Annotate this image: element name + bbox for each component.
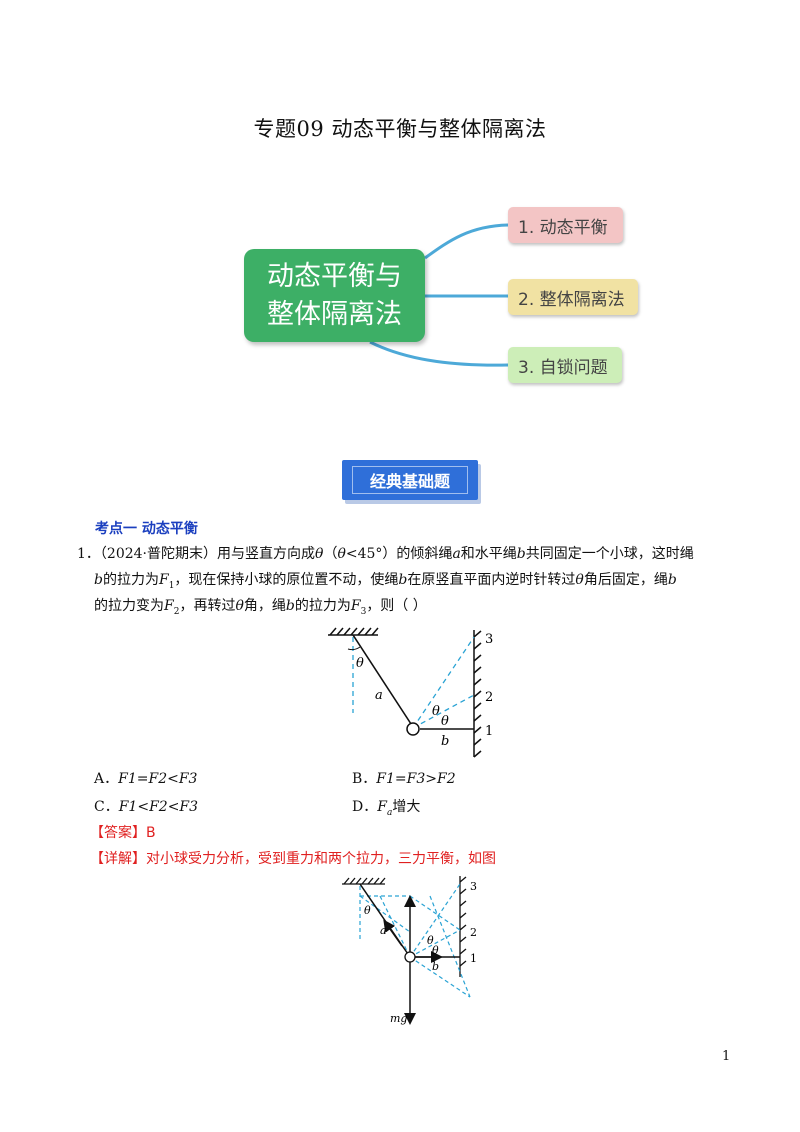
subscript: 1 [168, 580, 175, 591]
question-source: （2024·普陀期末） [99, 546, 218, 562]
mindmap-branch-self-locking: 3. 自锁问题 [508, 347, 622, 383]
section-banner-label: 经典基础题 [352, 466, 468, 494]
rope-b-dashed-2 [412, 694, 475, 729]
question-figure: θ a θ θ b 1 2 3 [328, 627, 493, 758]
dashed-construction-lines [359, 883, 471, 998]
theta-label: θ [432, 944, 439, 957]
question-text: （ [323, 546, 338, 562]
point-3-label: 3 [485, 632, 493, 647]
rope-b-dashed-3 [412, 636, 475, 729]
mindmap-central-node: 动态平衡与 整体隔离法 [244, 249, 425, 342]
answer-line: 【答案】B [90, 825, 156, 841]
question-text: <45°）的倾斜绳 [345, 546, 453, 562]
option-c[interactable]: C．F1<F2<F3 [94, 796, 198, 816]
theta-symbol: θ [575, 572, 584, 588]
gravity-label: mg [390, 1012, 407, 1025]
option-d-subscript: a [386, 807, 393, 818]
question-text: 的拉力为 [102, 572, 159, 588]
question-number: 1． [77, 546, 100, 562]
rope-a-symbol: a [452, 546, 461, 562]
rope-b-label: b [441, 734, 449, 749]
question-text: 角后固定，绳 [583, 572, 668, 588]
option-d[interactable]: D．Fa增大 [352, 796, 420, 818]
rope-a [359, 883, 411, 958]
rope-b-symbol: b [516, 546, 526, 562]
central-node-line-2: 整体隔离法 [267, 298, 402, 330]
subscript: 3 [360, 606, 367, 617]
mindmap-connectors [369, 223, 509, 367]
wall-hatch [473, 630, 482, 758]
theta-label: θ [441, 714, 449, 729]
option-b-text: F1=F3>F2 [376, 771, 456, 787]
force-symbol: F [164, 598, 174, 614]
connector-1 [424, 223, 509, 260]
option-a[interactable]: A．F1=F2<F3 [94, 768, 197, 788]
option-d-text: 增大 [392, 799, 421, 815]
ball [404, 951, 416, 963]
question-line-1: 1．（2024·普陀期末）用与竖直方向成θ（θ<45°）的倾斜绳a和水平绳b共同… [77, 544, 694, 564]
mindmap-branch-dynamic-balance: 1. 动态平衡 [508, 207, 623, 243]
theta-symbol: θ [337, 546, 346, 562]
option-c-text: F1<F2<F3 [118, 799, 199, 815]
question-text: 共同固定一个小球，这时绳 [525, 546, 694, 562]
question-text: 用与竖直方向成 [217, 546, 316, 562]
rope-a-label: a [380, 924, 387, 937]
tension-a-arrow [383, 919, 403, 947]
option-b[interactable]: B．F1=F3>F2 [352, 768, 456, 788]
question-text: ，现在保持小球的原位置不动，使绳 [174, 572, 399, 588]
explanation-tag: 【详解】 [90, 851, 146, 867]
rope-a-label: a [375, 688, 383, 703]
central-node-line-1: 动态平衡与 [267, 260, 402, 292]
point-1-label: 1 [485, 724, 493, 739]
rope-b-symbol: b [667, 572, 677, 588]
page-number: 1 [722, 1049, 731, 1064]
question-line-3: 的拉力变为F2，再转过θ角，绳b的拉力为F3，则（ ） [94, 596, 427, 622]
option-a-label: A． [94, 771, 119, 787]
theta-label: θ [427, 934, 434, 947]
page-title: 专题09 动态平衡与整体隔离法 [253, 117, 547, 141]
subscript: 2 [173, 606, 180, 617]
explanation-line: 【详解】对小球受力分析，受到重力和两个拉力，三力平衡，如图 [90, 848, 496, 868]
theta-symbol: θ [235, 598, 244, 614]
theta-label: θ [364, 904, 371, 917]
rope-b-symbol: b [398, 572, 408, 588]
force-symbol: F [158, 572, 169, 588]
theta-label: θ [432, 704, 440, 719]
option-b-label: B． [352, 771, 377, 787]
explanation-figure: θ a θ θ b 1 2 3 mg [342, 876, 477, 1025]
force-symbol: F [350, 598, 361, 614]
theta-label: θ [356, 656, 364, 671]
rope-b-label: b [432, 960, 439, 973]
mindmap-branch-whole-isolation: 2. 整体隔离法 [508, 279, 638, 315]
rope-b-symbol: b [94, 572, 103, 588]
question-text: ，则（ ） [366, 598, 427, 614]
question-line-2: b的拉力为F1，现在保持小球的原位置不动，使绳b在原竖直平面内逆时针转过θ角后固… [94, 570, 677, 596]
point-3-label: 3 [470, 880, 477, 893]
point-2-label: 2 [485, 690, 493, 705]
point-2-label: 2 [470, 926, 477, 939]
connector-3 [369, 340, 509, 367]
question-text: 的拉力变为 [94, 598, 164, 614]
ceiling-hatch [328, 627, 379, 636]
angle-arc [347, 646, 361, 651]
ceiling-hatch [342, 877, 386, 885]
topic-heading: 考点一 动态平衡 [95, 521, 198, 537]
ball [406, 722, 420, 736]
section-banner: 经典基础题 [342, 460, 478, 500]
theta-symbol: θ [315, 546, 324, 562]
question-text: 和水平绳 [460, 546, 517, 562]
rope-a [352, 634, 414, 728]
explanation-text: 对小球受力分析，受到重力和两个拉力，三力平衡，如图 [146, 851, 496, 867]
rope-b-symbol: b [285, 598, 295, 614]
question-text: 的拉力为 [294, 598, 351, 614]
question-text: 角，绳 [243, 598, 286, 614]
point-1-label: 1 [470, 952, 477, 965]
option-d-force: F [377, 799, 387, 815]
question-text: ，再转过 [179, 598, 236, 614]
option-a-text: F1=F2<F3 [118, 771, 198, 787]
wall-hatch [459, 876, 467, 977]
option-c-label: C． [94, 799, 119, 815]
option-d-label: D． [352, 799, 378, 815]
question-text: 在原竖直平面内逆时针转过 [407, 572, 576, 588]
